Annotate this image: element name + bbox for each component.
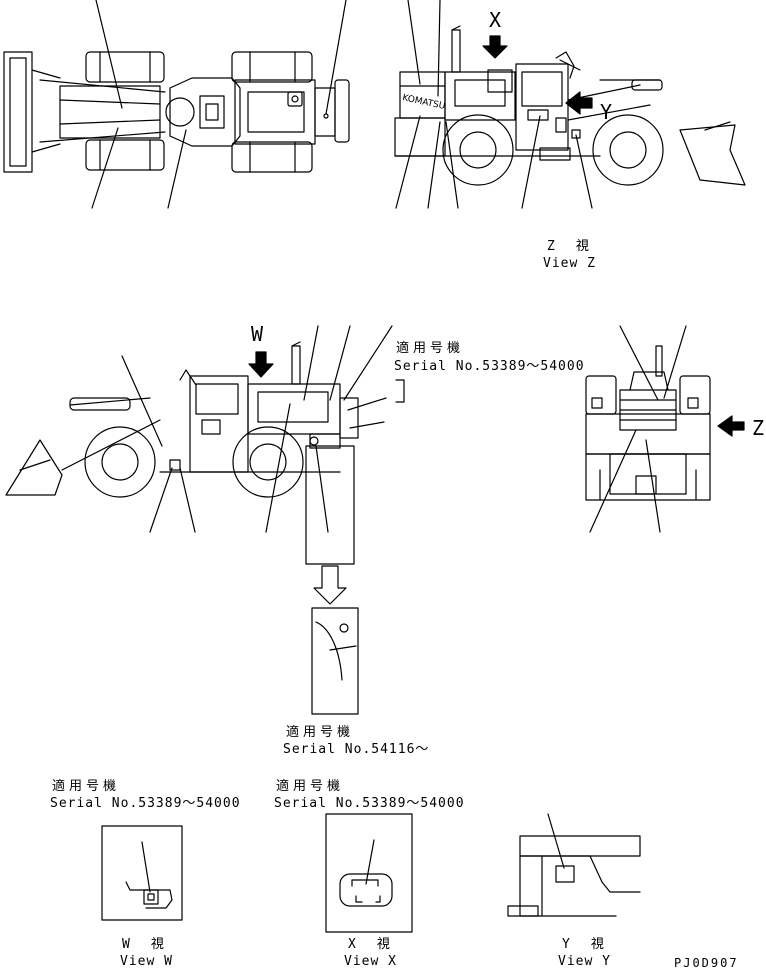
applicability-jp-4: 適用号機 <box>276 779 345 794</box>
applicability-jp-3: 適用号機 <box>52 779 121 794</box>
view-z-side-elevation: KOMATSU <box>394 0 746 209</box>
view-x-detail <box>325 813 413 933</box>
svg-text:KOMATSU: KOMATSU <box>401 93 446 112</box>
view-y-label-jp: Y 視 <box>562 937 608 952</box>
view-x-label-en: View X <box>344 954 397 969</box>
applicability-jp-1: 適用号機 <box>396 341 465 356</box>
serial-range-2: Serial No.54116～ <box>283 742 430 757</box>
view-z-marker: Z <box>752 416 765 440</box>
view-x-label-jp: X 視 <box>348 937 394 952</box>
view-w-marker: W <box>251 322 264 346</box>
view-y-marker: Y <box>600 100 613 124</box>
view-x-marker: X <box>489 8 502 32</box>
applicability-jp-2: 適用号機 <box>286 725 355 740</box>
view-y-detail <box>507 813 641 917</box>
view-w-label-en: View W <box>120 954 173 969</box>
drawing-code: PJ0D907 <box>674 956 739 969</box>
view-z-label-en: View Z <box>543 256 596 271</box>
view-w-detail <box>101 825 183 921</box>
view-w-label-jp: W 視 <box>122 937 168 952</box>
left-side-elevation <box>5 325 405 715</box>
serial-range-4: Serial No.53389～54000 <box>274 796 465 811</box>
serial-range-1: Serial No.53389～54000 <box>394 359 585 374</box>
serial-range-3: Serial No.53389～54000 <box>50 796 241 811</box>
view-z-label-jp: Z 視 <box>547 239 593 254</box>
rear-view <box>585 325 745 533</box>
view-y-label-en: View Y <box>558 954 611 969</box>
top-plan-view <box>3 0 350 209</box>
